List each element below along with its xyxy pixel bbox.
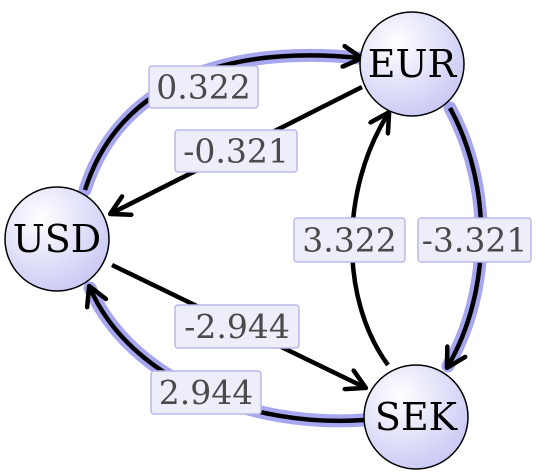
label-eur-usd: -0.321 (174, 129, 298, 173)
node-sek[interactable]: SEK (363, 364, 469, 470)
label-sek-usd: 2.944 (150, 370, 262, 415)
node-usd-label: USD (13, 217, 102, 261)
weight-sek-eur: 3.322 (302, 221, 396, 260)
weight-eur-sek: -3.321 (422, 221, 528, 260)
node-eur-label: EUR (368, 42, 458, 86)
label-sek-eur: 3.322 (293, 217, 406, 263)
nodes-layer: EUR USD SEK (4, 11, 469, 470)
labels-layer: 0.322 -0.321 3.322 -3.321 -2.944 2.944 (148, 65, 532, 415)
weight-usd-eur: 0.322 (156, 68, 250, 107)
label-usd-sek: -2.944 (174, 304, 300, 349)
node-usd[interactable]: USD (4, 186, 110, 292)
weight-sek-usd: 2.944 (159, 373, 253, 412)
label-eur-sek: -3.321 (417, 217, 532, 263)
weight-usd-sek: -2.944 (184, 307, 290, 346)
label-usd-eur: 0.322 (148, 65, 259, 109)
node-eur[interactable]: EUR (359, 11, 465, 117)
weight-eur-usd: -0.321 (183, 132, 289, 171)
node-sek-label: SEK (375, 395, 458, 439)
